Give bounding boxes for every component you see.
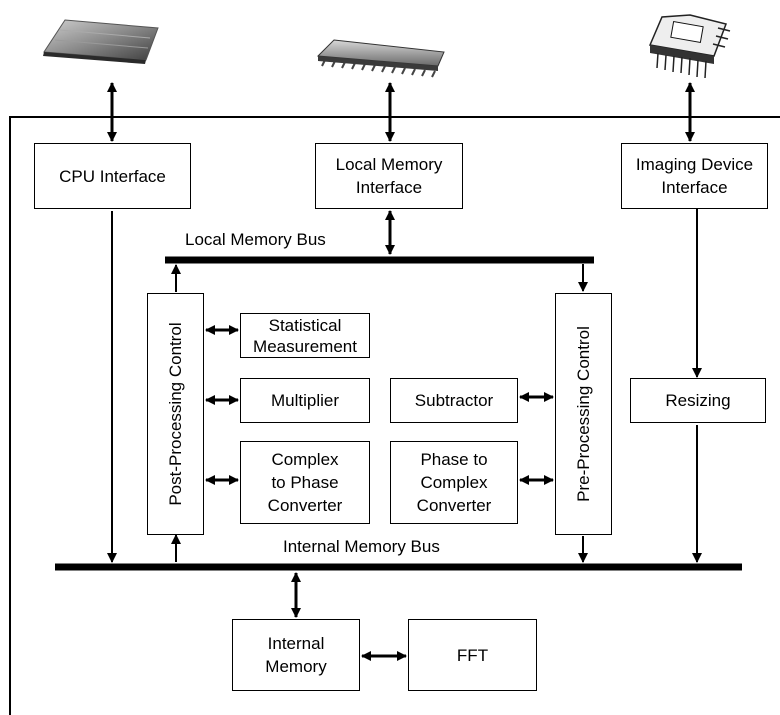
fft-label: FFT: [456, 645, 489, 665]
fft-block: FFT: [408, 619, 537, 691]
local-memory-bus-label: Local Memory Bus: [185, 230, 326, 249]
internal-memory-label: Internal Memory: [265, 634, 327, 676]
local-memory-interface-block: Local Memory Interface: [315, 143, 463, 209]
complex-to-phase-converter-label: Complex to Phase Converter: [267, 450, 343, 515]
phase-to-complex-converter-label: Phase to Complex Converter: [416, 450, 492, 515]
internal-memory-block: Internal Memory: [232, 619, 360, 691]
pre-processing-control-label: Pre-Processing Control: [573, 326, 593, 502]
cpu-interface-label: CPU Interface: [59, 166, 166, 186]
resizing-block: Resizing: [630, 378, 766, 423]
internal-memory-bus-label: Internal Memory Bus: [283, 537, 440, 556]
cpu-interface-block: CPU Interface: [34, 143, 191, 209]
subtractor-label: Subtractor: [414, 391, 494, 410]
multiplier-label: Multiplier: [270, 391, 340, 410]
cpu-chip-icon: [43, 19, 159, 64]
imaging-device-interface-label: Imaging Device Interface: [635, 155, 754, 197]
statistical-measurement-block: Statistical Measurement: [240, 313, 370, 358]
imaging-sensor-chip-icon: [648, 14, 731, 79]
subtractor-block: Subtractor: [390, 378, 518, 423]
local-memory-interface-label: Local Memory Interface: [335, 155, 443, 197]
statistical-measurement-label: Statistical Measurement: [253, 315, 357, 356]
phase-to-complex-converter-block: Phase to Complex Converter: [390, 441, 518, 524]
multiplier-block: Multiplier: [240, 378, 370, 423]
pre-processing-control-block: Pre-Processing Control: [555, 293, 612, 535]
memory-chip-icon: [316, 39, 445, 78]
post-processing-control-label: Post-Processing Control: [165, 322, 185, 506]
resizing-label: Resizing: [665, 391, 731, 410]
post-processing-control-block: Post-Processing Control: [147, 293, 204, 535]
imaging-device-interface-block: Imaging Device Interface: [621, 143, 768, 209]
complex-to-phase-converter-block: Complex to Phase Converter: [240, 441, 370, 524]
system-boundary: [9, 116, 780, 715]
